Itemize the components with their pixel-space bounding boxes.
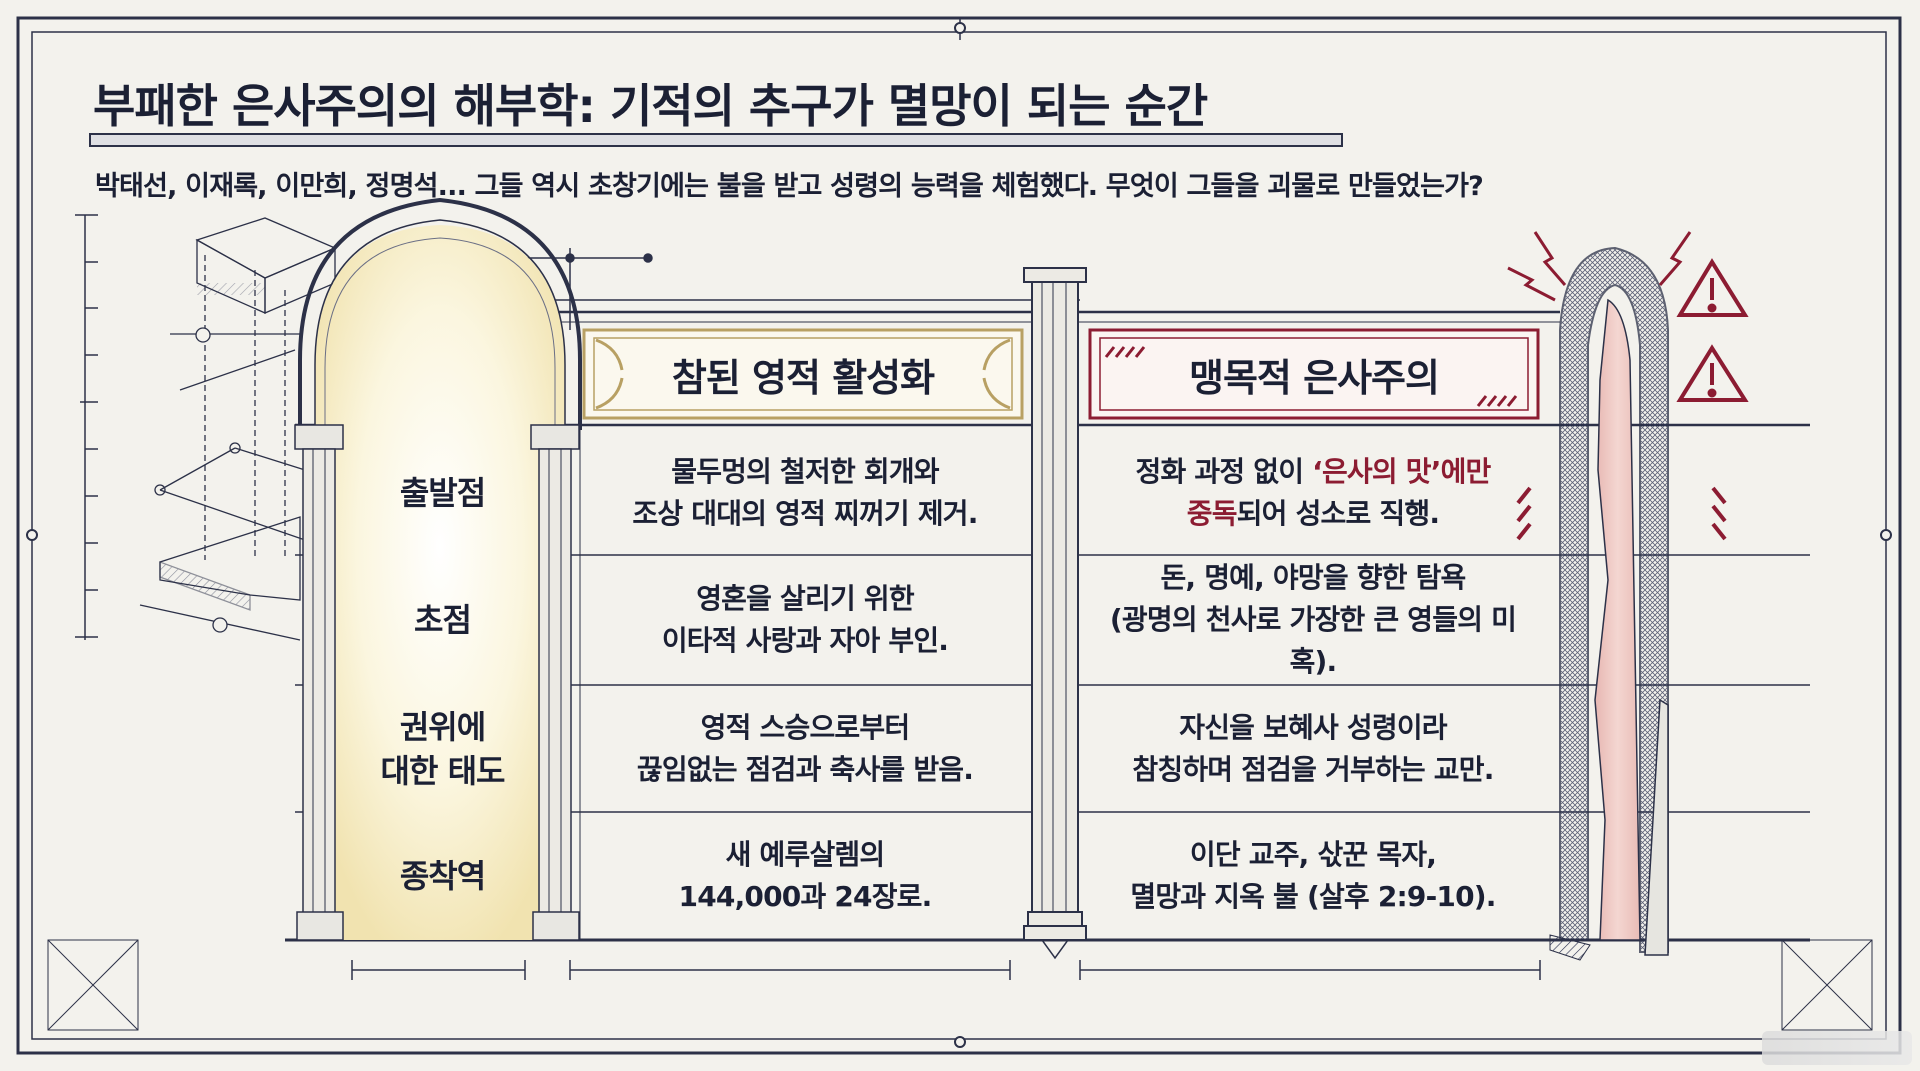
cell-text: 되어 성소로 직행.: [1236, 496, 1440, 530]
cell-line: 이단 교주, 삯꾼 목자,: [1189, 838, 1437, 871]
cell-line: 새 예루살렘의: [725, 838, 886, 871]
red-header-frame: [1088, 328, 1540, 420]
page-title: 부패한 은사주의의 해부학: 기적의 추구가 멸망이 되는 순간: [93, 79, 1208, 133]
row-label-authority: 권위에 대한 태도: [345, 685, 540, 812]
row-label-start: 출발점: [399, 473, 486, 512]
cell-line: 끊임없는 점검과 축사를 받음.: [636, 752, 974, 786]
isometric-sketch: [139, 217, 337, 641]
label-line: 대한 태도: [380, 751, 506, 790]
highlight-text: ‘은사의 맛’에만: [1312, 454, 1491, 488]
true-cell-authority: 영적 스승으로부터 끊임없는 점검과 축사를 받음.: [585, 685, 1025, 812]
cell-line: 물두멍의 철저한 회개와: [671, 454, 939, 488]
cell-line: 이타적 사랑과 자아 부인.: [661, 624, 949, 657]
cell-line: (광명의 천사로 가장한 큰 영들의 미혹).: [1109, 603, 1517, 678]
cell-line: 조상 대대의 영적 찌꺼기 제거.: [632, 496, 978, 530]
label-line: 권위에: [399, 707, 486, 746]
left-ruler: [75, 214, 98, 640]
cell-line: 영혼을 살리기 위한: [696, 582, 914, 615]
bottom-ruler: [351, 960, 1541, 980]
false-cell-authority: 자신을 보혜사 성령이라 참칭하며 점검을 거부하는 교만.: [1088, 685, 1538, 812]
true-cell-start: 물두멍의 철저한 회개와 조상 대대의 영적 찌꺼기 제거.: [585, 430, 1025, 555]
column-header-true: 참된 영적 활성화: [671, 355, 935, 400]
lightning-bolt-icon: [1507, 231, 1692, 302]
false-cell-destination: 이단 교주, 삯꾼 목자, 멸망과 지옥 불 (살후 2:9-10).: [1088, 812, 1538, 940]
outer-frame: [16, 16, 1902, 1055]
cell-line: 중독되어 성소로 직행.: [1186, 493, 1440, 535]
cell-line: 멸망과 지옥 불 (살후 2:9-10).: [1130, 880, 1496, 913]
cell-line: 정화 과정 없이 ‘은사의 맛’에만: [1135, 451, 1492, 493]
center-pillar: [1023, 267, 1087, 960]
page-subtitle: 박태선, 이재록, 이만희, 정명석... 그들 역시 초창기에는 불을 받고 …: [95, 171, 1484, 202]
true-cell-destination: 새 예루살렘의 144,000과 24장로.: [585, 812, 1025, 940]
row-label-destination: 종착역: [399, 857, 486, 895]
dimension-lines: [500, 248, 1560, 330]
cell-text: 정화 과정 없이: [1135, 454, 1313, 488]
row-label-focus: 초점: [414, 601, 472, 639]
warning-triangle-icon: [1676, 258, 1749, 402]
highlight-text: 중독: [1186, 496, 1238, 530]
gold-header-frame: [582, 328, 1024, 420]
cell-line: 참칭하며 점검을 거부하는 교만.: [1132, 752, 1494, 786]
blurred-watermark: [1762, 1031, 1912, 1065]
cracked-gothic-arch: [1549, 246, 1669, 961]
false-cell-focus: 돈, 명예, 야망을 향한 탐욕 (광명의 천사로 가장한 큰 영들의 미혹).: [1088, 555, 1538, 685]
cell-line: 돈, 명예, 야망을 향한 탐욕: [1160, 561, 1466, 594]
true-cell-focus: 영혼을 살리기 위한 이타적 사랑과 자아 부인.: [585, 555, 1025, 685]
title-underline: [89, 133, 1343, 147]
cell-line: 자신을 보혜사 성령이라: [1179, 710, 1447, 744]
golden-gothic-arch: [294, 197, 582, 941]
false-cell-start: 정화 과정 없이 ‘은사의 맛’에만 중독되어 성소로 직행.: [1088, 430, 1538, 555]
alert-hatch-marks: [1516, 486, 1727, 541]
column-header-false: 맹목적 은사주의: [1189, 355, 1440, 400]
cell-line: 영적 스승으로부터: [700, 710, 910, 744]
cell-line: 144,000과 24장로.: [678, 880, 933, 913]
